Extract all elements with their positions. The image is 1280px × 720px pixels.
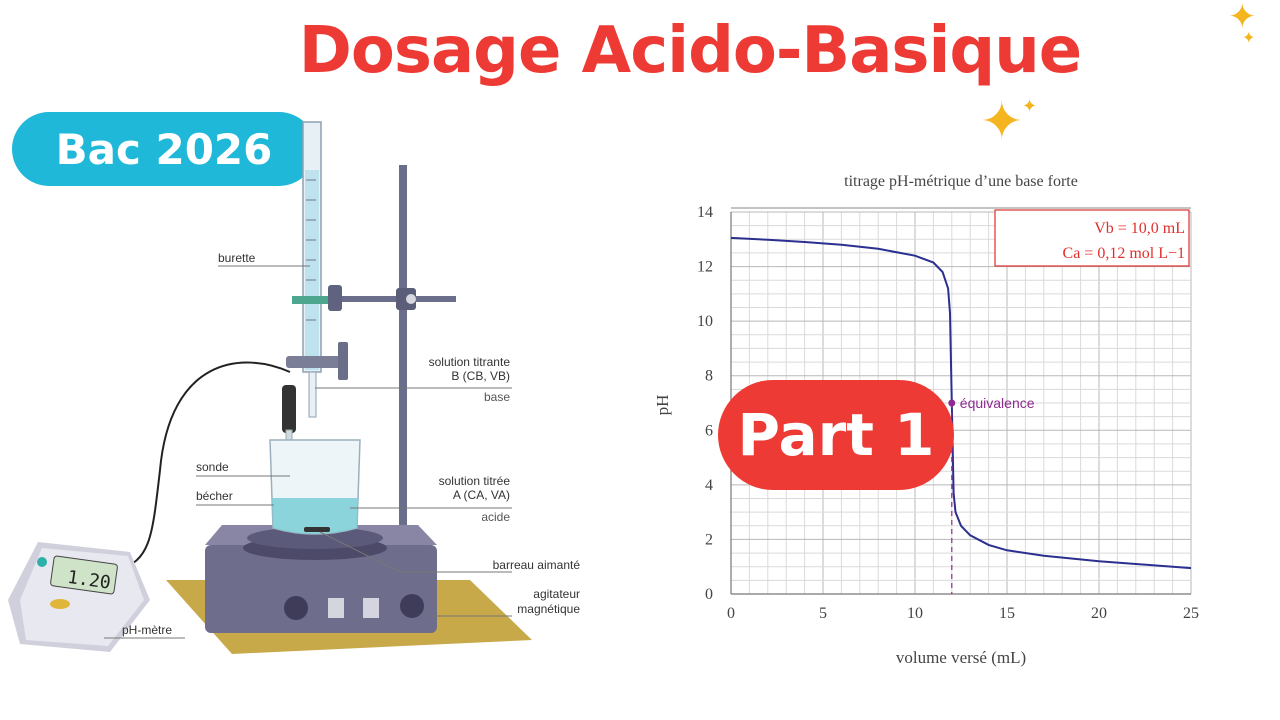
label-titrante-formula: B (CB, VB) [451,369,510,383]
clamp-arm [330,296,456,302]
titration-chart: titrage pH-métrique d’une base forte 0 5 1… [653,173,1199,667]
x-axis-label: volume versé (mL) [896,648,1026,667]
label-ph-metre: pH-mètre [122,623,172,637]
label-titree-formula: A (CA, VA) [453,488,510,502]
info-box: Vb = 10,0 mL Ca = 0,12 mol L−1 [994,209,1190,267]
page-title: Dosage Acido-Basique [298,14,1082,88]
equivalence-point [948,399,956,407]
bac-badge: Bac 2026 [12,112,316,186]
sparkle-icon: ✦ [1022,96,1038,117]
chart-grid [730,211,1192,595]
x-tick-label: 20 [1091,605,1107,622]
x-tick-label: 15 [999,605,1015,622]
y-tick-label: 8 [705,368,713,385]
label-solution-titrante: solution titrante [429,355,511,369]
chart-axes: 0 5 10 15 20 25 0 2 4 6 8 10 12 14 [697,204,1199,622]
y-tick-label: 10 [697,313,713,330]
sparkle-icon: ✦ [1228,0,1257,37]
x-tick-label: 10 [907,605,923,622]
label-barreau: barreau aimanté [493,558,581,572]
probe-icon [282,385,296,433]
label-base: base [484,390,510,404]
sparkle-icon: ✦ [980,92,1024,152]
y-axis-label: pH [653,395,672,416]
info-ca: Ca = 0,12 mol L−1 [1063,245,1185,262]
ph-meter-icon [8,542,150,652]
label-solution-titree: solution titrée [439,474,511,488]
y-tick-label: 0 [705,586,713,603]
label-sonde: sonde [196,460,229,474]
x-tick-label: 25 [1183,605,1199,622]
label-magnetique: magnétique [517,602,580,616]
beaker-icon [269,439,361,535]
x-tick-label: 0 [727,605,735,622]
titration-setup-illustration: 1.20 burette solution titrante B (CB, VB… [8,121,581,654]
label-acide: acide [481,510,510,524]
info-vb: Vb = 10,0 mL [1094,220,1185,237]
label-becher: bécher [196,489,233,503]
part-badge: Part 1 [718,380,954,490]
y-tick-label: 12 [697,259,713,276]
x-tick-label: 5 [819,605,827,622]
stirrer-icon [205,525,437,633]
stand-icon [399,165,407,585]
y-tick-label: 6 [705,422,713,439]
burette-icon [286,121,348,418]
y-tick-label: 2 [705,531,713,548]
y-tick-label: 4 [705,477,713,494]
y-tick-label: 14 [697,204,713,221]
chart-title: titrage pH-métrique d’une base forte [844,173,1078,190]
label-burette: burette [218,251,256,265]
label-agitateur: agitateur [533,587,580,601]
sparkle-icon: ✦ [1242,28,1256,47]
equivalence-label: équivalence [960,395,1035,411]
